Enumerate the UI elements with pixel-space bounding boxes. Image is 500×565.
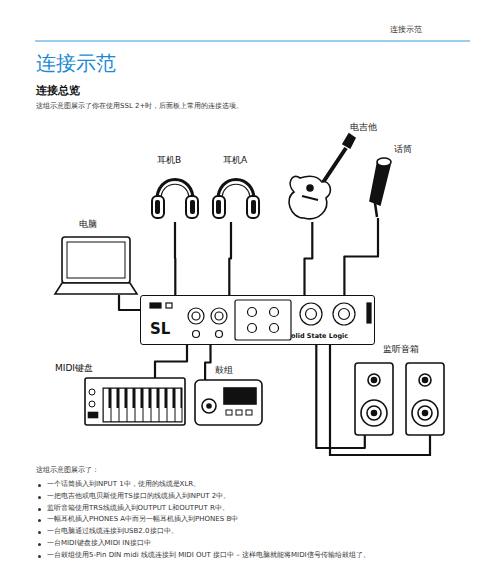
cable bbox=[344, 218, 378, 295]
bullet-text: 一台电脑通过线缆连接到USB2.0接口中。 bbox=[47, 527, 178, 536]
running-header: 连接示范 bbox=[390, 25, 422, 35]
cable bbox=[119, 295, 140, 310]
cable bbox=[155, 345, 187, 378]
device-label: 监听音箱 bbox=[383, 344, 419, 355]
label-text: 这组示意图展示了你在使用SSL 2+时，后面板上常用的连接选项。 bbox=[36, 102, 243, 111]
device-node: 电吉他 bbox=[288, 140, 342, 222]
bullet-dot bbox=[38, 543, 41, 546]
cable bbox=[174, 222, 177, 295]
bullet-dot bbox=[38, 508, 41, 511]
device-label: 鼓组 bbox=[215, 365, 233, 376]
interface-box: SL olid State Logic bbox=[140, 295, 375, 345]
device-label: 话筒 bbox=[394, 144, 412, 155]
bullet-text: 一台鼓组使用5-Pin DIN midi 线缆连接到 MIDI OUT 接口中 … bbox=[47, 551, 370, 560]
cable bbox=[305, 222, 313, 295]
section-heading: 连接总览 bbox=[36, 84, 80, 98]
device-label: MIDI键盘 bbox=[55, 363, 93, 374]
device-node: 话筒 bbox=[360, 155, 396, 218]
cable bbox=[316, 345, 365, 448]
device-node: 鼓组 bbox=[195, 380, 262, 425]
brand-text: SL bbox=[150, 320, 170, 339]
bullet-text: 一幅耳机插入PHONES A中而另一幅耳机插入到PHONES B中 bbox=[47, 515, 238, 524]
device-node: 电脑 bbox=[55, 237, 137, 295]
cable bbox=[205, 345, 210, 380]
device-node: 耳机A bbox=[211, 172, 261, 222]
bullet-text: 一把电吉他或电贝斯使用TS接口的线缆插入到INPUT 2中。 bbox=[47, 492, 230, 501]
page-title: 连接示范 bbox=[36, 51, 116, 76]
device-node: 监听音箱 bbox=[355, 363, 444, 435]
device-label: 耳机B bbox=[157, 155, 181, 166]
bullet-text: 监听音箱使用TRS线缆插入到OUTPUT L和OUTPUT R中。 bbox=[47, 504, 229, 513]
brand-text: olid State Logic bbox=[291, 332, 348, 340]
device-label: 耳机A bbox=[223, 155, 247, 166]
device-label: 电脑 bbox=[79, 219, 97, 230]
bullet-dot bbox=[38, 555, 41, 558]
cable bbox=[229, 222, 231, 295]
device-label: 电吉他 bbox=[350, 122, 377, 133]
bullet-dot bbox=[38, 484, 41, 487]
device-node: 耳机B bbox=[150, 172, 200, 222]
bullet-dot bbox=[38, 496, 41, 499]
bullet-text: 一个话筒插入到INPUT 1中，使用的线缆是XLR。 bbox=[47, 480, 200, 489]
bullet-dot bbox=[38, 531, 41, 534]
device-node: MIDI键盘 bbox=[85, 378, 185, 425]
label-text: 这组示意图展示了： bbox=[36, 466, 99, 475]
bullet-dot bbox=[38, 519, 41, 522]
bullet-text: 一台MIDI键盘接入MIDI IN接口中 bbox=[47, 539, 151, 548]
